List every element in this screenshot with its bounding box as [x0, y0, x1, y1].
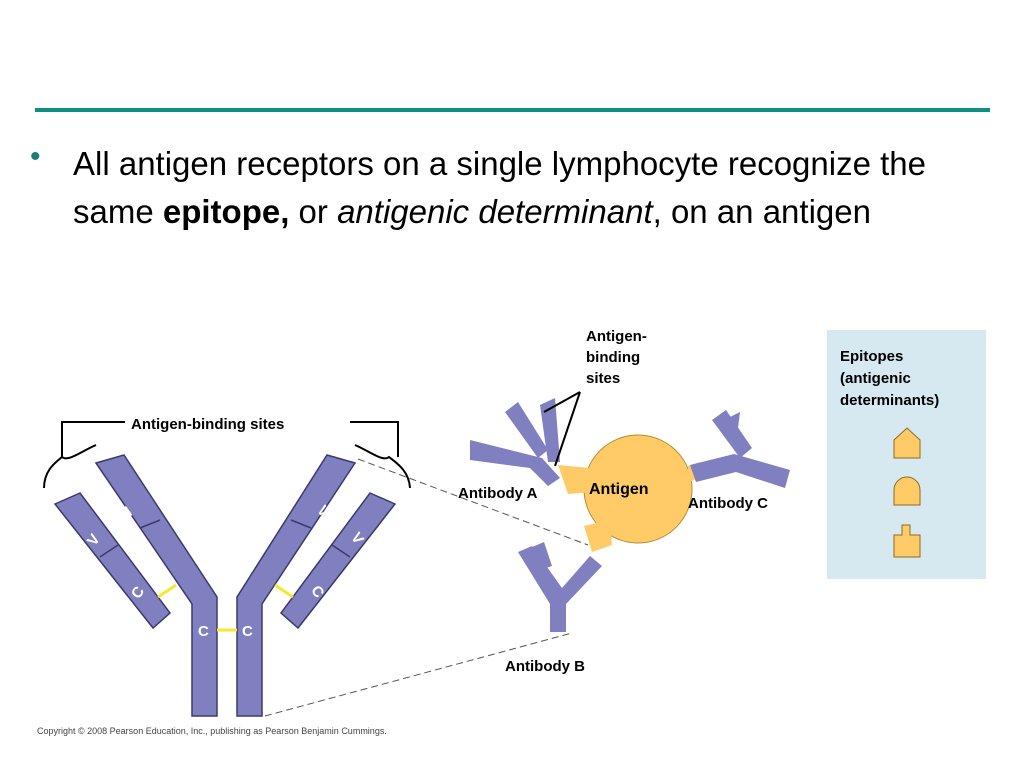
domain-dividers [99, 519, 351, 558]
antibody-a-arm2 [540, 398, 560, 462]
bullet-text: All antigen receptors on a single lympho… [73, 140, 960, 236]
binding-site-brackets [43, 421, 411, 489]
antibody-b-arm [530, 542, 552, 570]
antibody-b-shape [518, 546, 602, 632]
epitopes-label-3: determinants) [840, 392, 939, 409]
antibody-a-arm [505, 402, 548, 458]
bullet-text-part2: or [289, 193, 338, 230]
bracket-right-top [350, 421, 399, 457]
disulfide-right [274, 583, 294, 599]
epitope-rounded-icon [893, 476, 921, 506]
bullet-text-part1: All antigen receptors on a single lympho… [73, 145, 926, 230]
curly-left [43, 444, 97, 489]
epitope-notched-icon [893, 524, 921, 558]
bracket-left-top [61, 421, 125, 457]
antigen-binding-sites-label: Antigen-binding sites [131, 416, 284, 433]
binding-sites-pointer [543, 391, 581, 467]
antibody-c [690, 410, 790, 488]
bullet-text-bold: epitope, [162, 193, 290, 230]
antibody-b [518, 542, 602, 632]
epitopes-label-2: (antigenic [840, 370, 911, 387]
right-heavy-chain [236, 454, 357, 717]
zoom-lines [264, 458, 589, 717]
disulfide-bridges [157, 583, 294, 632]
heavy-vc-divider-right [290, 519, 312, 529]
bullet-icon: • [30, 140, 41, 173]
antibody-b-label: Antibody B [505, 658, 585, 675]
large-antibody [53, 454, 397, 717]
binding-sites-label-3: sites [586, 370, 620, 387]
curly-right [354, 444, 411, 489]
left-light-chain [53, 492, 172, 630]
zoom-line-top [357, 458, 589, 546]
epitope-b [584, 520, 612, 552]
c-label-heavy-right: C [242, 623, 253, 640]
bullet-text-part3: , on an antigen [652, 193, 871, 230]
light-vc-divider-left [99, 544, 119, 558]
antibody-a-shape [470, 440, 560, 486]
pointer-line-2 [554, 391, 581, 467]
copyright-text: Copyright © 2008 Pearson Education, Inc.… [37, 726, 387, 736]
antibody-c-shape [690, 454, 790, 488]
light-vc-divider-right [331, 544, 351, 558]
bullet-text-italic: antigenic determinant [337, 193, 653, 230]
epitope-pointed-icon [893, 427, 921, 459]
binding-sites-label-1: Antigen- [586, 328, 647, 345]
left-heavy-chain [94, 454, 218, 717]
right-light-chain [279, 492, 397, 630]
bullet-point: • All antigen receptors on a single lymp… [30, 140, 960, 236]
binding-sites-label-2: binding [586, 349, 640, 366]
antibody-c-arm [712, 410, 752, 458]
antibody-a-label: Antibody A [458, 485, 538, 502]
epitope-a [558, 465, 596, 494]
pointer-line-1 [543, 391, 581, 413]
heavy-vc-divider-left [139, 519, 161, 529]
disulfide-left [157, 583, 177, 599]
antibody-a [470, 398, 560, 486]
epitopes-label-1: Epitopes [840, 348, 903, 365]
title-divider [35, 108, 990, 112]
antibody-c-label: Antibody C [688, 495, 768, 512]
epitope-shapes [893, 427, 921, 558]
antibody-c-notch [728, 412, 740, 428]
zoom-line-bottom [264, 632, 573, 717]
c-label-heavy-left: C [198, 623, 209, 640]
antigen-label: Antigen [589, 481, 649, 498]
